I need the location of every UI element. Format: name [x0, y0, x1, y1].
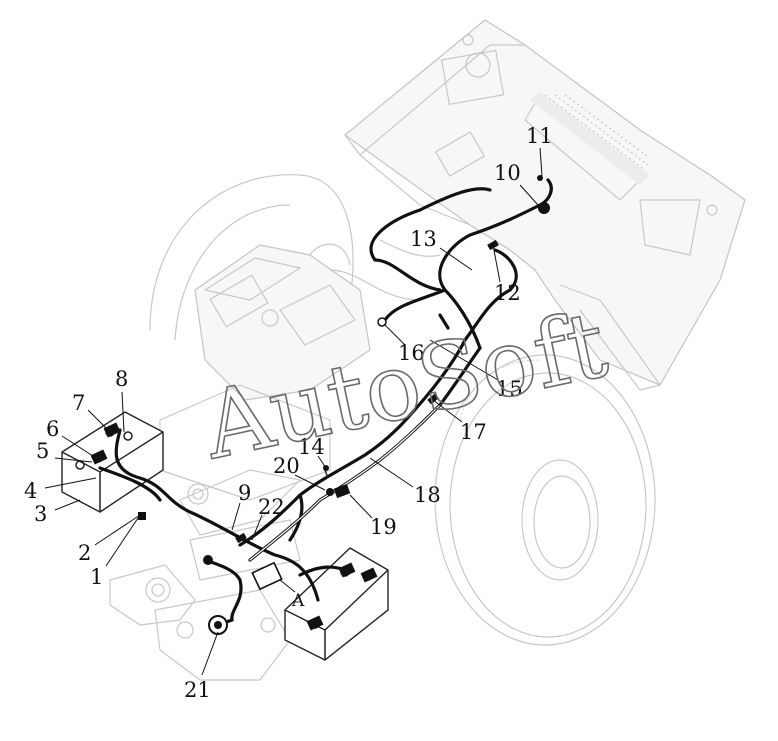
view-mark-a: A [291, 591, 305, 611]
leader-lines [44, 147, 543, 676]
callout-4: 4 [24, 479, 37, 503]
callout-10: 10 [494, 161, 521, 185]
callout-22: 22 [258, 495, 285, 519]
callout-3: 3 [34, 502, 47, 526]
callout-20: 20 [273, 454, 300, 478]
callout-15: 15 [496, 377, 523, 401]
callout-9: 9 [238, 481, 251, 505]
callout-1: 1 [90, 565, 103, 589]
callout-labels: 1 2 3 4 5 6 7 8 9 10 11 12 13 14 15 16 1… [24, 124, 553, 702]
callout-6: 6 [46, 417, 59, 441]
callout-16: 16 [398, 341, 425, 365]
wiring-harness [90, 175, 553, 635]
callout-17: 17 [460, 420, 487, 444]
battery-left [61, 411, 164, 513]
callout-13: 13 [410, 227, 437, 251]
callout-12: 12 [494, 281, 521, 305]
callout-2: 2 [78, 541, 91, 565]
callout-19: 19 [370, 515, 397, 539]
callout-18: 18 [414, 483, 441, 507]
callout-8: 8 [115, 367, 128, 391]
callout-7: 7 [72, 391, 85, 415]
callout-5: 5 [36, 439, 49, 463]
callout-11: 11 [526, 124, 553, 148]
callout-14: 14 [298, 435, 325, 459]
callout-21: 21 [184, 678, 211, 702]
